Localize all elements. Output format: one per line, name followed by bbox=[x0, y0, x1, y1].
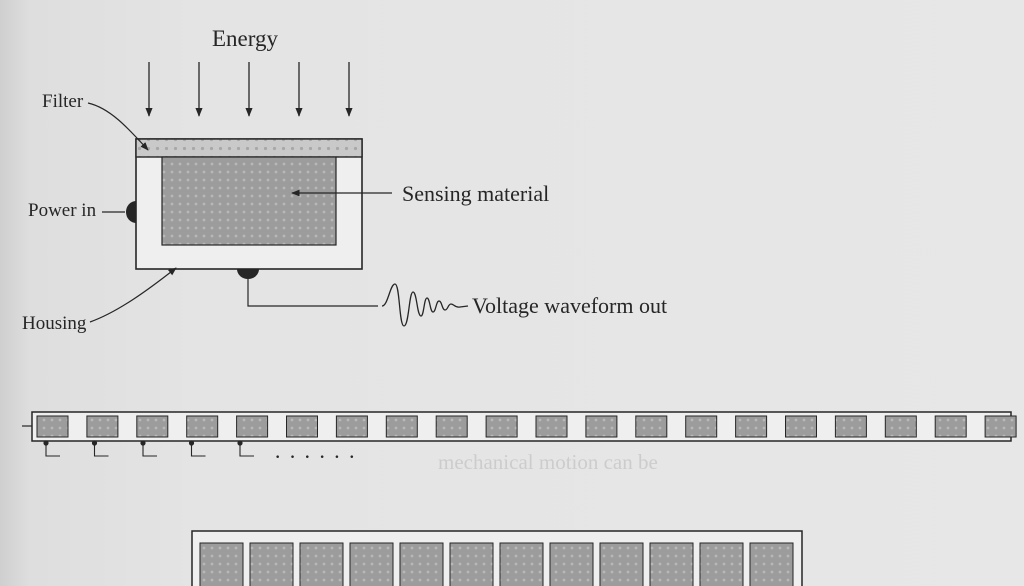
filter bbox=[135, 138, 363, 158]
line-sensor-cell bbox=[335, 415, 368, 438]
line-sensor-cell bbox=[635, 415, 668, 438]
array-sensor-cells bbox=[199, 542, 794, 586]
output-wire bbox=[247, 279, 378, 307]
array-sensor-cell bbox=[599, 542, 644, 586]
sensing-material bbox=[161, 156, 337, 246]
line-sensor-cell bbox=[485, 415, 518, 438]
line-sensor-cell bbox=[535, 415, 568, 438]
line-sensor-cell bbox=[86, 415, 119, 438]
voltage-waveform-label: Voltage waveform out bbox=[472, 293, 668, 318]
power-in-label: Power in bbox=[28, 200, 97, 221]
line-sensor-cell bbox=[934, 415, 967, 438]
line-sensor-cell bbox=[585, 415, 618, 438]
line-sensor-cell bbox=[884, 415, 917, 438]
energy-label: Energy bbox=[212, 26, 279, 51]
array-sensor-cell bbox=[499, 542, 544, 586]
line-sensor-lead bbox=[237, 440, 254, 457]
housing-label: Housing bbox=[22, 313, 87, 334]
filter-leader bbox=[87, 102, 149, 151]
line-sensor-lead bbox=[140, 440, 157, 457]
array-sensor-cell bbox=[199, 542, 244, 586]
housing-leader bbox=[89, 267, 177, 323]
background-text: mechanical motion can be bbox=[438, 450, 658, 474]
line-sensor-cell bbox=[136, 415, 169, 438]
array-sensor-cell bbox=[649, 542, 694, 586]
line-sensor-lead bbox=[43, 440, 60, 457]
line-sensor-cells bbox=[36, 415, 1017, 438]
output-terminal bbox=[237, 269, 259, 279]
voltage-waveform bbox=[381, 283, 469, 327]
line-sensor-cell bbox=[685, 415, 718, 438]
line-sensor-lead bbox=[188, 440, 206, 457]
line-sensor-cell bbox=[186, 415, 219, 438]
energy-arrows bbox=[145, 62, 353, 117]
array-sensor-cell bbox=[399, 542, 444, 586]
line-sensor-cell bbox=[286, 415, 318, 438]
line-sensor-cell bbox=[984, 415, 1017, 438]
line-sensor-lead bbox=[91, 440, 109, 457]
line-sensor-cell bbox=[36, 415, 69, 438]
line-sensor-cell bbox=[785, 415, 817, 438]
line-sensor-cell bbox=[385, 415, 418, 438]
line-sensor-cell bbox=[834, 415, 867, 438]
line-sensor-leads bbox=[43, 440, 254, 457]
line-sensor-cell bbox=[236, 415, 269, 438]
array-sensor-cell bbox=[699, 542, 744, 586]
array-sensor-cell bbox=[449, 542, 494, 586]
array-sensor-cell bbox=[299, 542, 344, 586]
array-sensor-cell bbox=[549, 542, 594, 586]
line-sensor-cell bbox=[735, 415, 768, 438]
array-sensor-cell bbox=[749, 542, 794, 586]
filter-label: Filter bbox=[42, 91, 84, 112]
array-sensor-cell bbox=[249, 542, 294, 586]
sensing-material-label: Sensing material bbox=[402, 181, 550, 206]
line-sensor-ellipsis: · · · · · · bbox=[274, 444, 357, 469]
power-in-terminal bbox=[126, 201, 136, 223]
array-sensor-cell bbox=[349, 542, 394, 586]
line-sensor-cell bbox=[435, 415, 468, 438]
